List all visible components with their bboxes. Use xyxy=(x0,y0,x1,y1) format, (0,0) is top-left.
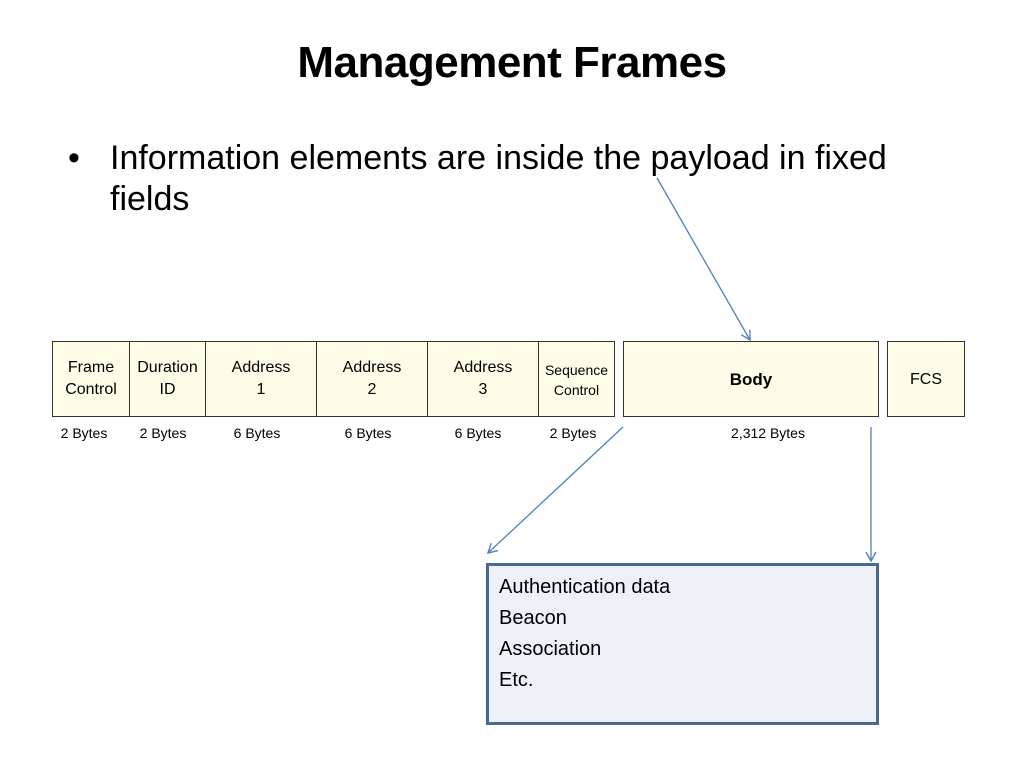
field-label: Address 2 xyxy=(342,359,402,398)
size-sequence-control: 2 Bytes xyxy=(549,425,597,441)
field-address-1: Address 1 xyxy=(205,341,316,417)
field-address-2: Address 2 xyxy=(316,341,427,417)
field-label: Duration ID xyxy=(137,359,198,398)
field-label: Sequence Control xyxy=(544,362,609,398)
arrow-payload-to-body xyxy=(656,177,751,342)
field-label: Frame Control xyxy=(65,359,117,398)
size-address-1: 6 Bytes xyxy=(233,425,281,441)
body-contents-box: Authentication data Beacon Association E… xyxy=(486,563,879,725)
field-address-3: Address 3 xyxy=(427,341,538,417)
size-duration-id: 2 Bytes xyxy=(139,425,187,441)
body-item-etc: Etc. xyxy=(499,669,534,691)
slide-title: Management Frames xyxy=(297,38,727,87)
field-sequence-control: Sequence Control xyxy=(538,341,615,417)
body-item-association: Association xyxy=(499,638,602,660)
body-item-authentication: Authentication data xyxy=(499,576,671,598)
field-duration-id: Duration ID xyxy=(129,341,205,417)
field-label: Address 1 xyxy=(231,359,291,398)
size-frame-control: 2 Bytes xyxy=(60,425,108,441)
bullet-text: Information elements are inside the payl… xyxy=(110,139,887,218)
field-label: FCS xyxy=(910,371,942,388)
field-body: Body xyxy=(623,341,879,417)
size-address-3: 6 Bytes xyxy=(454,425,502,441)
bullet-symbol: • xyxy=(68,139,80,177)
field-label: Body xyxy=(729,370,773,389)
field-label: Address 3 xyxy=(453,359,513,398)
field-fcs: FCS xyxy=(887,341,965,417)
field-frame-control: Frame Control xyxy=(52,341,129,417)
arrow-body-left-to-box xyxy=(486,426,624,554)
size-body: 2,312 Bytes xyxy=(731,425,805,441)
size-address-2: 6 Bytes xyxy=(344,425,392,441)
body-item-beacon: Beacon xyxy=(499,607,567,629)
